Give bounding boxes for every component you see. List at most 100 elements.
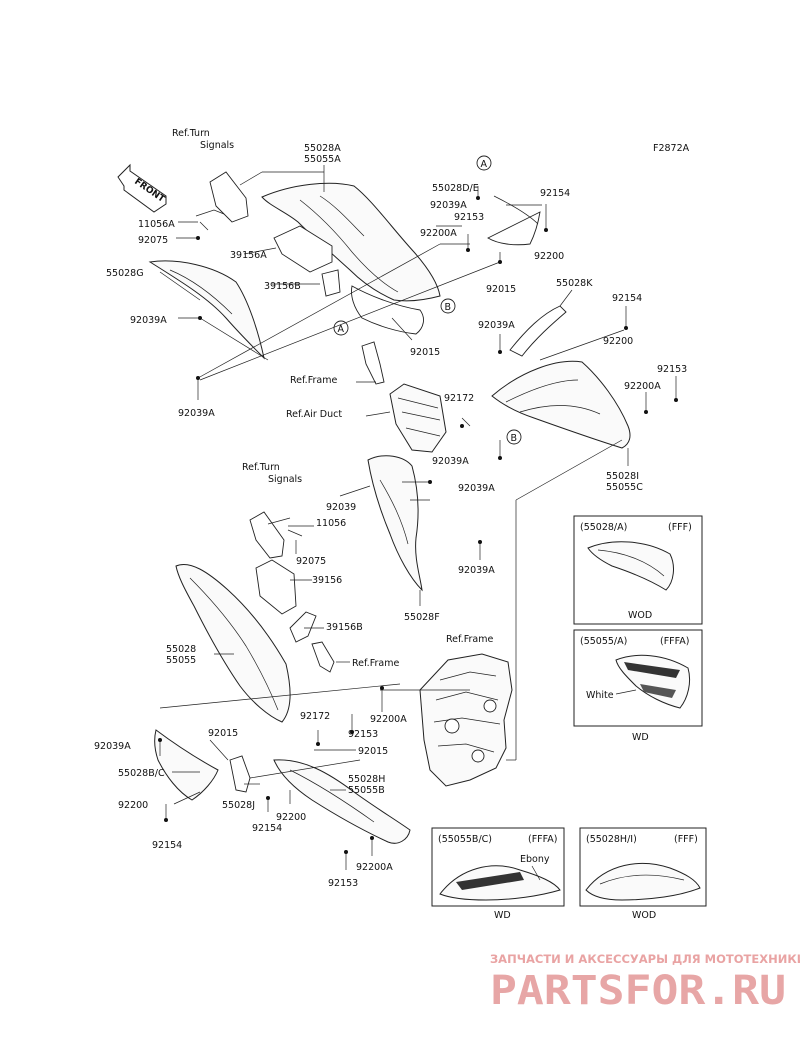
label-92172-low: 92172 xyxy=(300,711,330,722)
label-92039A-left: 92039A xyxy=(130,315,167,326)
panel-55028DE[interactable] xyxy=(487,211,541,246)
label-92015-low1: 92015 xyxy=(208,728,238,739)
diagram-label: WD xyxy=(494,910,511,921)
label-92200A-low: 92200A xyxy=(370,714,407,725)
belly-pan-55028H[interactable] xyxy=(273,759,411,844)
label-92154-top: 92154 xyxy=(540,188,570,199)
label-92200-low1: 92200 xyxy=(118,800,148,811)
diagram-label: (55055/A) xyxy=(580,636,627,647)
label-55028J: 55028J xyxy=(222,800,255,811)
label-92200A-top: 92200A xyxy=(420,228,457,239)
label-55055B: 55055B xyxy=(348,785,385,796)
label-92039A-mid3: 92039A xyxy=(458,565,495,576)
label-39156B-top: 39156B xyxy=(264,281,301,292)
inner-panel-55028F[interactable] xyxy=(367,455,423,592)
label-ref-frame-1: Ref.Frame xyxy=(290,375,337,386)
part-labels: Ref.Turn Signals 55028A 55055A 55028D/E … xyxy=(94,128,687,889)
diagram-label: A xyxy=(481,159,488,170)
label-55028F: 55028F xyxy=(404,612,440,623)
label-ref-turn-signals-2b: Signals xyxy=(268,474,302,485)
label-92153-low: 92153 xyxy=(348,729,378,740)
turn-signal-bracket-low[interactable] xyxy=(249,511,285,559)
diagram-label: (FFF) xyxy=(668,522,692,533)
bracket-55028K[interactable] xyxy=(509,305,567,357)
diagram-label: A xyxy=(338,324,345,335)
label-92075-top: 92075 xyxy=(138,235,168,246)
bracket-55028J[interactable] xyxy=(229,755,251,793)
fastener-dots xyxy=(158,196,678,854)
label-ref-frame-2: Ref.Frame xyxy=(446,634,493,645)
label-39156: 39156 xyxy=(312,575,342,586)
label-11056A: 11056A xyxy=(138,219,175,230)
air-duct[interactable] xyxy=(389,383,447,453)
label-55028G: 55028G xyxy=(106,268,144,279)
lower-cowl-55028[interactable] xyxy=(175,564,291,723)
label-92039A-mid2: 92039A xyxy=(458,483,495,494)
diagram-label: B xyxy=(445,302,452,313)
lower-side-55028BC[interactable] xyxy=(154,729,219,801)
plate-39156B[interactable] xyxy=(321,269,341,297)
marker-a-mid: A xyxy=(333,320,349,336)
label-92153-bottom: 92153 xyxy=(328,878,358,889)
label-55028: 55028 xyxy=(166,644,196,655)
label-55028I: 55028I xyxy=(606,471,639,482)
label-92153-right: 92153 xyxy=(657,364,687,375)
side-panel-55028G[interactable] xyxy=(148,260,265,360)
label-92075-mid: 92075 xyxy=(296,556,326,567)
label-55028K: 55028K xyxy=(556,278,593,289)
label-92154-low1: 92154 xyxy=(152,840,182,851)
diagram-label: (55055B/C) xyxy=(438,834,492,845)
label-92039A-low: 92039A xyxy=(94,741,131,752)
label-92039A-mid: 92039A xyxy=(432,456,469,467)
label-ref-turn-signals-1b: Signals xyxy=(200,140,234,151)
leader-lines xyxy=(159,165,677,870)
inset-55028A: (55028/A) (FFF) WOD xyxy=(573,515,703,625)
marker-b-top: B xyxy=(440,298,456,314)
label-55055C: 55055C xyxy=(606,482,643,493)
label-92200-low2: 92200 xyxy=(276,812,306,823)
frame-bracket-top[interactable] xyxy=(361,341,385,385)
diagram-label: WOD xyxy=(628,610,652,621)
label-55055: 55055 xyxy=(166,655,196,666)
label-92015-low2: 92015 xyxy=(358,746,388,757)
front-arrow-icon: FRONT xyxy=(117,163,167,213)
label-ref-turn-signals-2a: Ref.Turn xyxy=(242,462,280,473)
inset-55028HI: (55028H/I) (FFF) WOD xyxy=(579,827,707,921)
label-92200A-bottom: 92200A xyxy=(356,862,393,873)
plate-39156[interactable] xyxy=(255,559,297,615)
label-92039A-bottom-left: 92039A xyxy=(178,408,215,419)
label-ref-air-duct: Ref.Air Duct xyxy=(286,409,342,420)
diagram-label: (55028/A) xyxy=(580,522,627,533)
frame-structure[interactable] xyxy=(419,653,513,787)
plate-39156B-low[interactable] xyxy=(289,611,317,643)
label-55028DE: 55028D/E xyxy=(432,183,479,194)
diagram-label: (55028H/I) xyxy=(586,834,637,845)
watermark-brand: PARTSFOR.RU xyxy=(490,968,786,1014)
label-92039: 92039 xyxy=(326,502,356,513)
turn-signal-bracket-top[interactable] xyxy=(209,171,249,223)
label-92154-low2: 92154 xyxy=(252,823,282,834)
diagram-label: (FFFA) xyxy=(528,834,557,845)
frame-bracket-low[interactable] xyxy=(311,641,335,673)
label-11056: 11056 xyxy=(316,518,346,529)
side-cowl-55028I[interactable] xyxy=(491,360,631,449)
label-55055A: 55055A xyxy=(304,154,341,165)
label-92039A-top: 92039A xyxy=(430,200,467,211)
diagram-label: B xyxy=(511,433,518,444)
diagram-label: WOD xyxy=(632,910,656,921)
watermark-tagline: ЗАПЧАСТИ И АКСЕССУАРЫ ДЛЯ МОТОТЕХНИКИ xyxy=(490,952,800,966)
label-92153-top: 92153 xyxy=(454,212,484,223)
plate-39156A[interactable] xyxy=(273,225,333,273)
diagram-label: WD xyxy=(632,732,649,743)
inset-55055A: (55055/A) (FFFA) White WD xyxy=(573,629,703,743)
diagram-label: (FFFA) xyxy=(660,636,689,647)
diagram-code: F2872A xyxy=(653,143,690,154)
label-92200A-right: 92200A xyxy=(624,381,661,392)
diagram-label: White xyxy=(586,690,614,701)
label-39156B-mid: 39156B xyxy=(326,622,363,633)
label-92200-right: 92200 xyxy=(603,336,633,347)
label-92015-top: 92015 xyxy=(486,284,516,295)
label-92015-mid: 92015 xyxy=(410,347,440,358)
